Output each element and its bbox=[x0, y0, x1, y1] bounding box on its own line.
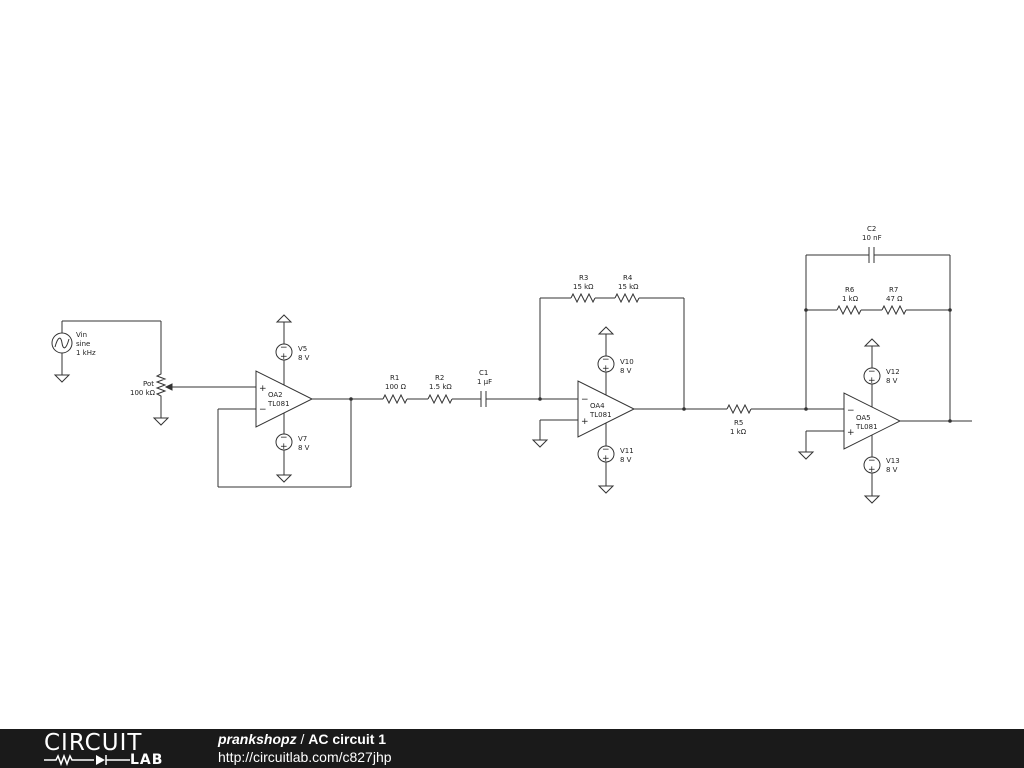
r4-name: R4 bbox=[623, 274, 633, 282]
oa5-part: TL081 bbox=[855, 423, 878, 431]
resistor-r6 bbox=[836, 304, 862, 316]
oa4-part: TL081 bbox=[589, 411, 612, 419]
svg-text:+: + bbox=[259, 384, 267, 394]
circuit-url[interactable]: http://circuitlab.com/c827jhp bbox=[218, 749, 392, 765]
r2-name: R2 bbox=[435, 374, 444, 382]
v11-name: V11 bbox=[620, 447, 634, 455]
r1-value: 100 Ω bbox=[385, 383, 407, 391]
v11-value: 8 V bbox=[620, 456, 632, 464]
vin-freq: 1 kHz bbox=[76, 349, 96, 357]
svg-text:+: + bbox=[847, 428, 855, 438]
v10-name: V10 bbox=[620, 358, 634, 366]
v12-name: V12 bbox=[886, 368, 900, 376]
resistor-r1 bbox=[382, 393, 408, 405]
svg-text:−: − bbox=[847, 406, 855, 416]
svg-text:−: − bbox=[602, 445, 610, 455]
oa2-name: OA2 bbox=[268, 391, 283, 399]
svg-text:−: − bbox=[280, 343, 288, 353]
pot-name: Pot bbox=[143, 380, 154, 388]
svg-text:−: − bbox=[868, 367, 876, 377]
v12-value: 8 V bbox=[886, 377, 898, 385]
c2-value: 10 nF bbox=[862, 234, 882, 242]
v5-name: V5 bbox=[298, 345, 307, 353]
v13-value: 8 V bbox=[886, 466, 898, 474]
v13-name: V13 bbox=[886, 457, 900, 465]
r2-value: 1.5 kΩ bbox=[429, 383, 452, 391]
polarity-signs: −+ −+ −+ −+ −+ −+ +− −+ −+ bbox=[259, 343, 876, 475]
svg-text:−: − bbox=[868, 456, 876, 466]
circuit-title: prankshopz / AC circuit 1 bbox=[218, 730, 386, 748]
vin-name: Vin bbox=[76, 331, 87, 339]
r6-value: 1 kΩ bbox=[842, 295, 859, 303]
v5-value: 8 V bbox=[298, 354, 310, 362]
logo-top-text: CIRCUIT bbox=[44, 730, 143, 756]
oa5-name: OA5 bbox=[856, 414, 871, 422]
logo-wave-icon bbox=[44, 753, 130, 767]
wires bbox=[51, 247, 972, 504]
svg-text:+: + bbox=[602, 364, 610, 374]
oa2-part: TL081 bbox=[267, 400, 290, 408]
svg-text:+: + bbox=[280, 352, 288, 362]
ground-pot bbox=[152, 417, 170, 426]
footer-bar: CIRCUIT LAB prankshopz / AC circuit 1 ht… bbox=[0, 729, 1024, 768]
logo-bottom-text: LAB bbox=[130, 752, 164, 768]
c1-name: C1 bbox=[479, 369, 488, 377]
schematic-canvas: −+ −+ −+ −+ −+ −+ +− −+ −+ Vin sine 1 kH… bbox=[51, 225, 972, 504]
svg-text:+: + bbox=[280, 442, 288, 452]
r7-value: 47 Ω bbox=[886, 295, 903, 303]
svg-text:+: + bbox=[602, 454, 610, 464]
svg-text:−: − bbox=[280, 433, 288, 443]
resistor-r4 bbox=[614, 292, 640, 304]
r7-name: R7 bbox=[889, 286, 898, 294]
v10-value: 8 V bbox=[620, 367, 632, 375]
oa4-name: OA4 bbox=[590, 402, 605, 410]
component-labels: Vin sine 1 kHz Pot 100 kΩ OA2 TL081 V5 8… bbox=[76, 225, 903, 474]
r5-name: R5 bbox=[734, 419, 743, 427]
r5-value: 1 kΩ bbox=[730, 428, 747, 436]
resistor-r7 bbox=[881, 304, 907, 316]
vin-type: sine bbox=[76, 340, 90, 348]
junctions bbox=[349, 308, 952, 423]
svg-text:−: − bbox=[602, 355, 610, 365]
c1-value: 1 µF bbox=[477, 378, 492, 386]
r1-name: R1 bbox=[390, 374, 399, 382]
svg-text:−: − bbox=[581, 395, 589, 405]
r3-value: 15 kΩ bbox=[573, 283, 594, 291]
svg-text:+: + bbox=[868, 376, 876, 386]
circuit-name[interactable]: AC circuit 1 bbox=[308, 731, 387, 747]
r4-value: 15 kΩ bbox=[618, 283, 639, 291]
circuitlab-logo[interactable]: CIRCUIT LAB bbox=[44, 730, 176, 768]
title-separator: / bbox=[296, 731, 309, 747]
svg-text:−: − bbox=[259, 405, 267, 415]
ground-vin bbox=[53, 374, 71, 383]
author-link[interactable]: prankshopz bbox=[218, 731, 297, 747]
c2-name: C2 bbox=[867, 225, 876, 233]
resistor-r3 bbox=[570, 292, 596, 304]
resistor-r5 bbox=[726, 403, 752, 415]
r3-name: R3 bbox=[579, 274, 588, 282]
svg-text:+: + bbox=[868, 465, 876, 475]
pot-value: 100 kΩ bbox=[130, 389, 156, 397]
v7-name: V7 bbox=[298, 435, 307, 443]
resistor-r2 bbox=[427, 393, 453, 405]
r6-name: R6 bbox=[845, 286, 855, 294]
v7-value: 8 V bbox=[298, 444, 310, 452]
svg-text:+: + bbox=[581, 417, 589, 427]
pot-resistor bbox=[155, 372, 167, 400]
